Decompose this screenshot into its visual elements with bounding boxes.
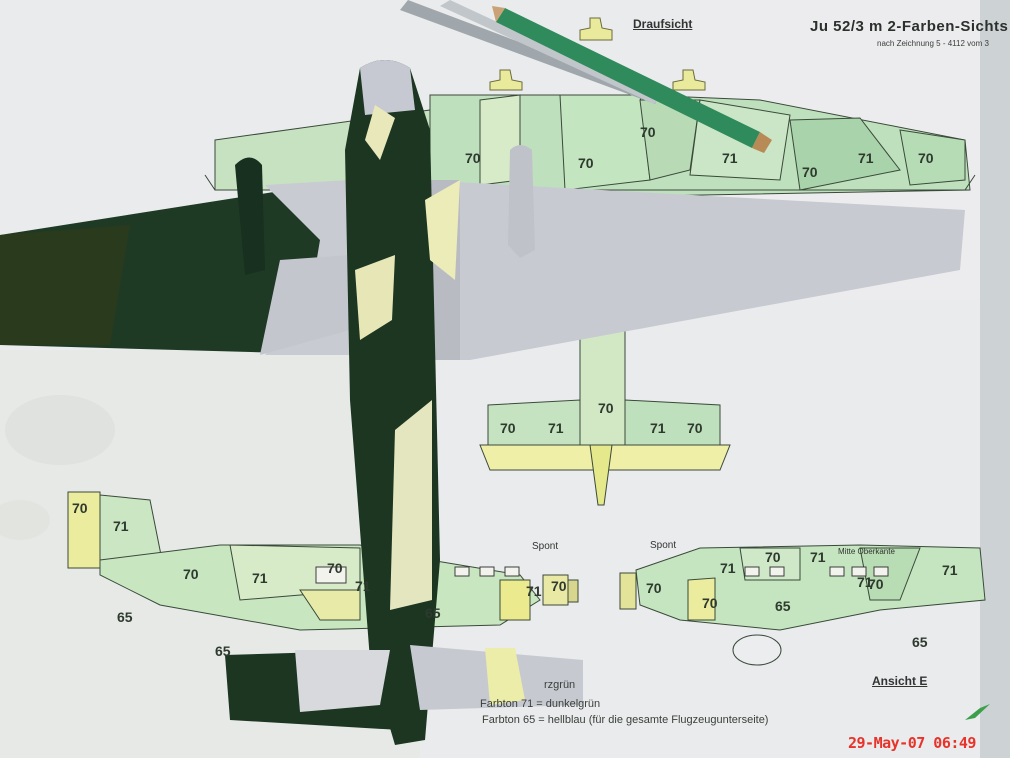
marking-70: 70 [802,164,818,180]
marking-71: 71 [857,574,873,590]
marking-70: 70 [640,124,656,140]
view-side-label: Ansicht E [872,674,928,688]
marking-71: 71 [858,150,874,166]
marking-65: 65 [425,605,441,621]
marking-71: 71 [113,518,129,534]
legend-line-3: Farbton 65 = hellblau (für die gesamte F… [482,714,769,726]
model-fuselage [345,60,460,745]
marking-70: 70 [687,420,703,436]
marking-70: 70 [327,560,343,576]
marking-71: 71 [252,570,268,586]
marking-71: 71 [355,578,371,594]
marking-71: 71 [942,562,958,578]
marking-70: 70 [183,566,199,582]
model-left-wing [0,157,355,355]
mitte-label: Mitte Oberkante [838,547,895,556]
spont-label-left: Spont [532,541,559,552]
marking-70: 70 [918,150,934,166]
legend-line-2: Farbton 71 = dunkelgrün [480,698,601,710]
marking-65: 65 [117,609,133,625]
marking-65: 65 [775,598,791,614]
marking-71: 71 [810,549,826,565]
model-tailplane [225,645,583,730]
spont-label-right: Spont [650,540,677,551]
marking-71: 71 [548,420,564,436]
marking-70: 70 [646,580,662,596]
legend-line-1: rzgrün [544,679,576,691]
marking-70: 70 [868,576,884,592]
marking-65: 65 [912,634,928,650]
drawing-title: Ju 52/3 m 2-Farben-Sichts [810,18,1009,35]
marking-70: 70 [765,549,781,565]
marking-71: 71 [722,150,738,166]
marking-70: 70 [72,500,88,516]
view-top-label: Draufsicht [633,17,693,31]
marking-65: 65 [215,643,231,659]
drawing-subtitle: nach Zeichnung 5 - 4112 vom 3 [877,39,989,48]
marking-70: 70 [465,150,481,166]
marking-70: 70 [598,400,614,416]
marking-70: 70 [578,155,594,171]
marking-70: 70 [551,578,567,594]
marking-71: 71 [526,583,542,599]
marking-71: 71 [650,420,666,436]
marking-70: 70 [702,595,718,611]
marking-70: 70 [500,420,516,436]
marking-71: 71 [720,560,736,576]
pencil-and-tweezers [400,0,772,153]
camera-timestamp: 29-May-07 06:49 [848,734,976,752]
